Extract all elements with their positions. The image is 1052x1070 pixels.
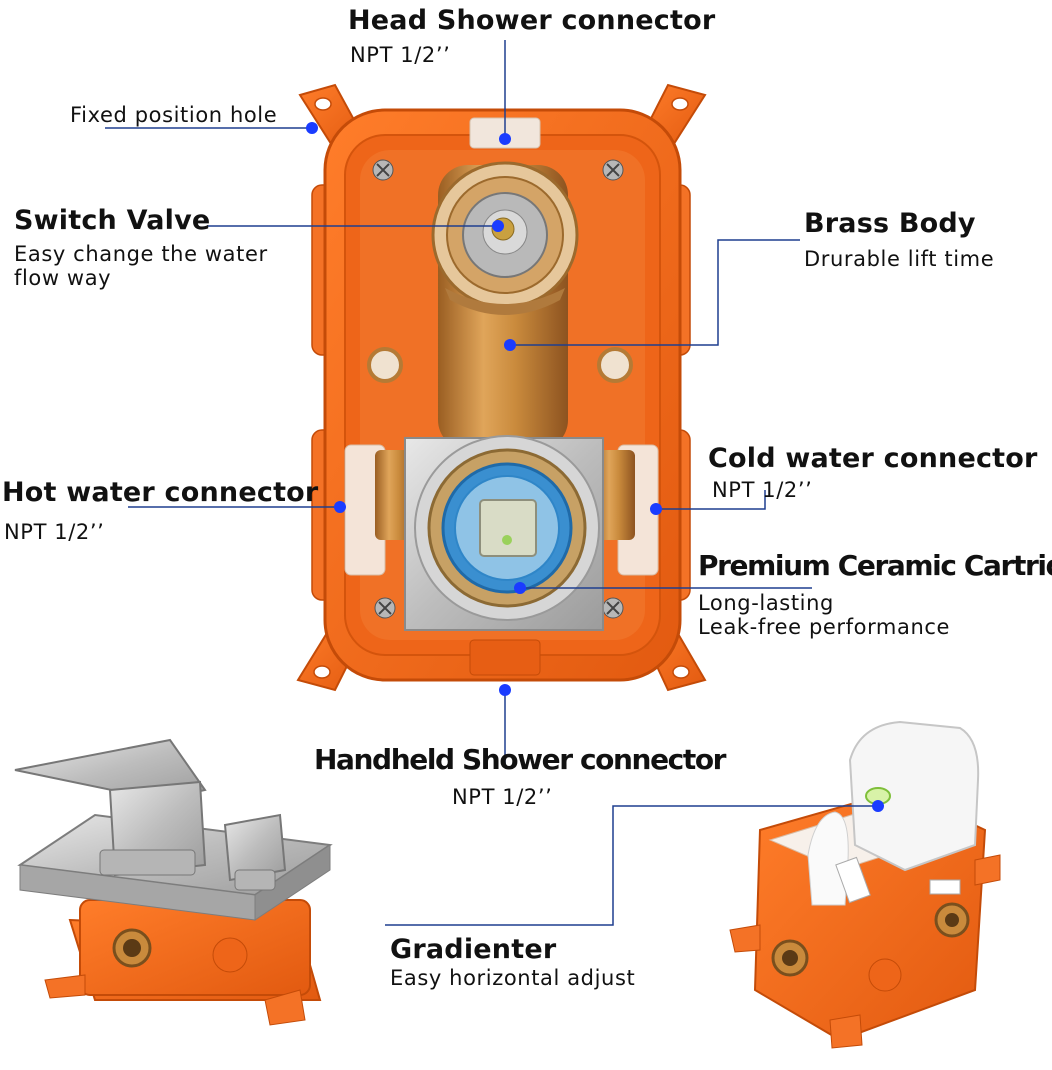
cartridge-desc-1: Long-lasting bbox=[698, 591, 834, 615]
screw-icons bbox=[372, 159, 624, 619]
switch-valve-title: Switch Valve bbox=[14, 205, 211, 236]
dot-fixed-hole bbox=[306, 122, 318, 134]
ceramic-cartridge bbox=[404, 435, 604, 631]
brass-body-title: Brass Body bbox=[804, 208, 976, 239]
handheld-spec: NPT 1/2’’ bbox=[452, 785, 553, 809]
dot-brass-body bbox=[504, 339, 516, 351]
gradienter-assembly bbox=[729, 720, 1001, 1049]
switch-valve-desc-1: Easy change the water bbox=[14, 242, 268, 266]
callout-dots bbox=[306, 122, 884, 812]
handheld-title: Handheld Shower connector bbox=[314, 743, 726, 776]
trim-plate-assembly bbox=[14, 738, 333, 1026]
dot-gradienter bbox=[872, 800, 884, 812]
head-shower-spec: NPT 1/2’’ bbox=[350, 43, 451, 67]
dot-switch-valve bbox=[492, 220, 504, 232]
gradienter-title: Gradienter bbox=[390, 934, 557, 965]
hot-water-title: Hot water connector bbox=[2, 477, 319, 508]
dot-hot-water bbox=[334, 501, 346, 513]
cartridge-desc-2: Leak-free performance bbox=[698, 615, 951, 639]
brass-body-desc: Drurable lift time bbox=[804, 247, 995, 271]
gradienter-desc: Easy horizontal adjust bbox=[390, 966, 636, 990]
switch-valve-desc-2: flow way bbox=[14, 266, 112, 290]
leader-lines bbox=[105, 40, 878, 926]
leader-gradienter bbox=[385, 805, 878, 926]
cartridge-title: Premium Ceramic Cartridge bbox=[698, 549, 1052, 582]
dot-head-shower bbox=[499, 133, 511, 145]
cold-water-spec: NPT 1/2’’ bbox=[712, 478, 813, 502]
hot-water-spec: NPT 1/2’’ bbox=[4, 520, 105, 544]
dot-handheld bbox=[499, 684, 511, 696]
dot-cartridge bbox=[514, 582, 526, 594]
leader-brass-body bbox=[510, 239, 800, 346]
head-shower-title: Head Shower connector bbox=[348, 5, 716, 36]
dot-cold-water bbox=[650, 503, 662, 515]
cold-water-title: Cold water connector bbox=[708, 443, 1038, 474]
leader-cold-water bbox=[656, 490, 766, 510]
fixed-hole-title: Fixed position hole bbox=[70, 103, 278, 127]
switch-valve bbox=[431, 161, 579, 315]
